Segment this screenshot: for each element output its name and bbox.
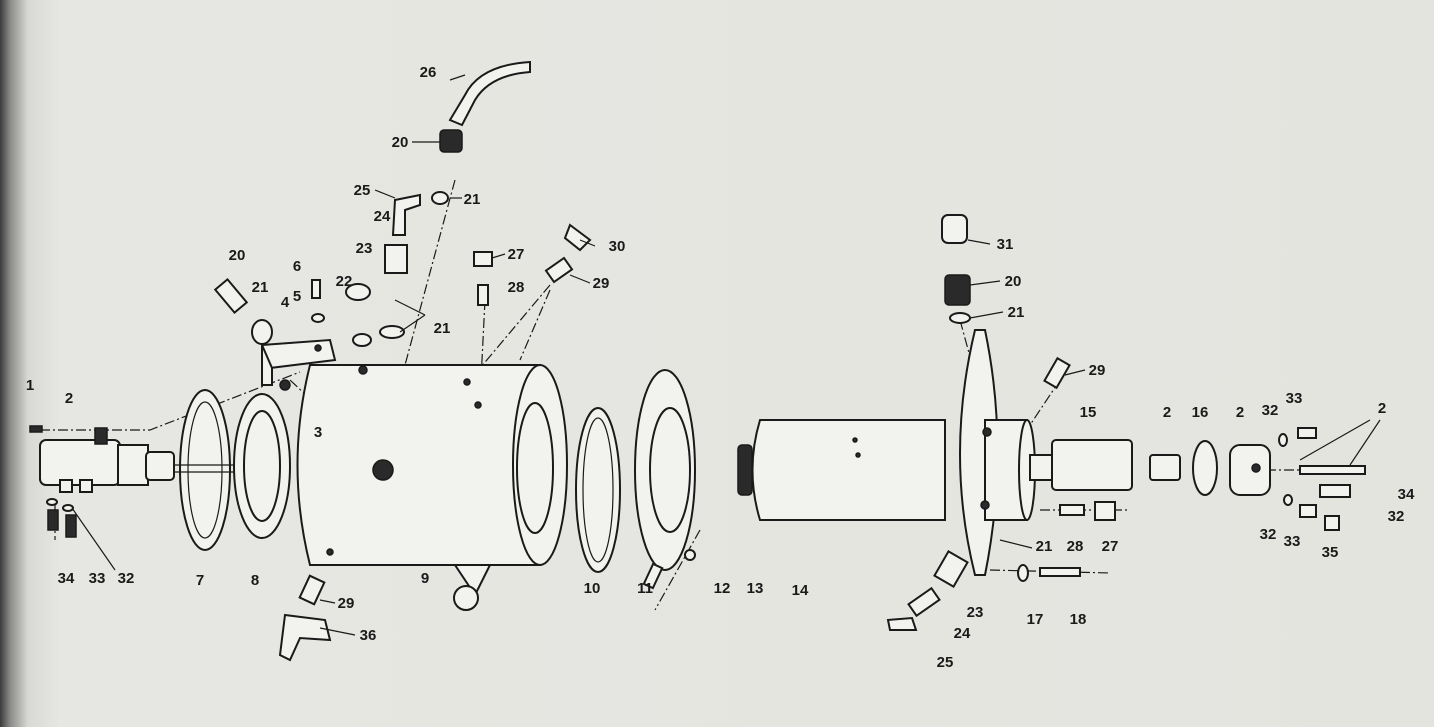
part-flange <box>959 329 1036 576</box>
callout-6: 6 <box>293 258 301 275</box>
callout-9: 9 <box>421 570 429 587</box>
part-cap-2 <box>1229 444 1271 496</box>
callout-29: 29 <box>1089 362 1106 379</box>
callout-17: 17 <box>1027 611 1044 628</box>
callout-22: 22 <box>336 273 353 290</box>
callout-28: 28 <box>508 279 525 296</box>
part-cylinder-14 <box>737 419 946 521</box>
callout-34: 34 <box>58 570 75 587</box>
callout-20: 20 <box>229 247 246 264</box>
part-housing-left <box>29 425 175 493</box>
callout-21: 21 <box>1008 304 1025 321</box>
small-fittings-right <box>1059 427 1366 531</box>
callout-10: 10 <box>584 580 601 597</box>
callout-27: 27 <box>508 246 525 263</box>
callout-28: 28 <box>1067 538 1084 555</box>
part-shaft-15 <box>1029 439 1181 491</box>
callout-32: 32 <box>1388 508 1405 525</box>
callout-1: 1 <box>26 377 34 394</box>
callout-21: 21 <box>434 320 451 337</box>
callout-23: 23 <box>967 604 984 621</box>
callout-15: 15 <box>1080 404 1097 421</box>
callout-34: 34 <box>1398 486 1415 503</box>
part-snap-ring <box>175 389 265 551</box>
callout-4: 4 <box>281 294 290 311</box>
part-ring-8 <box>233 393 291 539</box>
part-bracket <box>260 338 337 391</box>
callout-32: 32 <box>118 570 135 587</box>
callout-8: 8 <box>251 572 259 589</box>
callout-31: 31 <box>997 236 1014 253</box>
part-ring-11 <box>634 369 696 571</box>
callout-29: 29 <box>593 275 610 292</box>
callout-26: 26 <box>420 64 437 81</box>
callout-25: 25 <box>354 182 371 199</box>
callout-24: 24 <box>374 208 391 225</box>
callout-14: 14 <box>792 582 809 599</box>
callout-21: 21 <box>1036 538 1053 555</box>
callout-21: 21 <box>464 191 481 208</box>
callout-18: 18 <box>1070 611 1087 628</box>
callout-21: 21 <box>252 279 269 296</box>
callout-11: 11 <box>637 580 653 597</box>
lower-fittings <box>278 549 1081 662</box>
callout-23: 23 <box>356 240 373 257</box>
callout-32: 32 <box>1262 402 1279 419</box>
part-seal-10 <box>575 407 621 573</box>
callout-2: 2 <box>1236 404 1244 421</box>
callout-20: 20 <box>392 134 409 151</box>
callout-35: 35 <box>1322 544 1339 561</box>
leader-lines <box>71 74 1381 636</box>
callout-36: 36 <box>360 627 377 644</box>
callout-32: 32 <box>1260 526 1277 543</box>
callout-16: 16 <box>1192 404 1209 421</box>
callout-27: 27 <box>1102 538 1119 555</box>
part-nut-16 <box>1192 440 1218 496</box>
callout-33: 33 <box>1286 390 1303 407</box>
small-fittings-left <box>46 498 77 538</box>
upper-fittings <box>213 60 1071 390</box>
callout-3: 3 <box>314 424 322 441</box>
part-main-cylinder <box>296 364 568 611</box>
callout-12: 12 <box>714 580 731 597</box>
callout-2: 2 <box>1378 400 1386 417</box>
callout-13: 13 <box>747 580 764 597</box>
callout-7: 7 <box>196 572 204 589</box>
callout-33: 33 <box>1284 533 1301 550</box>
callout-24: 24 <box>954 625 971 642</box>
callout-2: 2 <box>65 390 73 407</box>
callout-30: 30 <box>609 238 626 255</box>
callout-25: 25 <box>937 654 954 671</box>
callout-2: 2 <box>1163 404 1171 421</box>
callout-5: 5 <box>293 288 301 305</box>
callout-33: 33 <box>89 570 106 587</box>
callout-20: 20 <box>1005 273 1022 290</box>
callout-29: 29 <box>338 595 355 612</box>
